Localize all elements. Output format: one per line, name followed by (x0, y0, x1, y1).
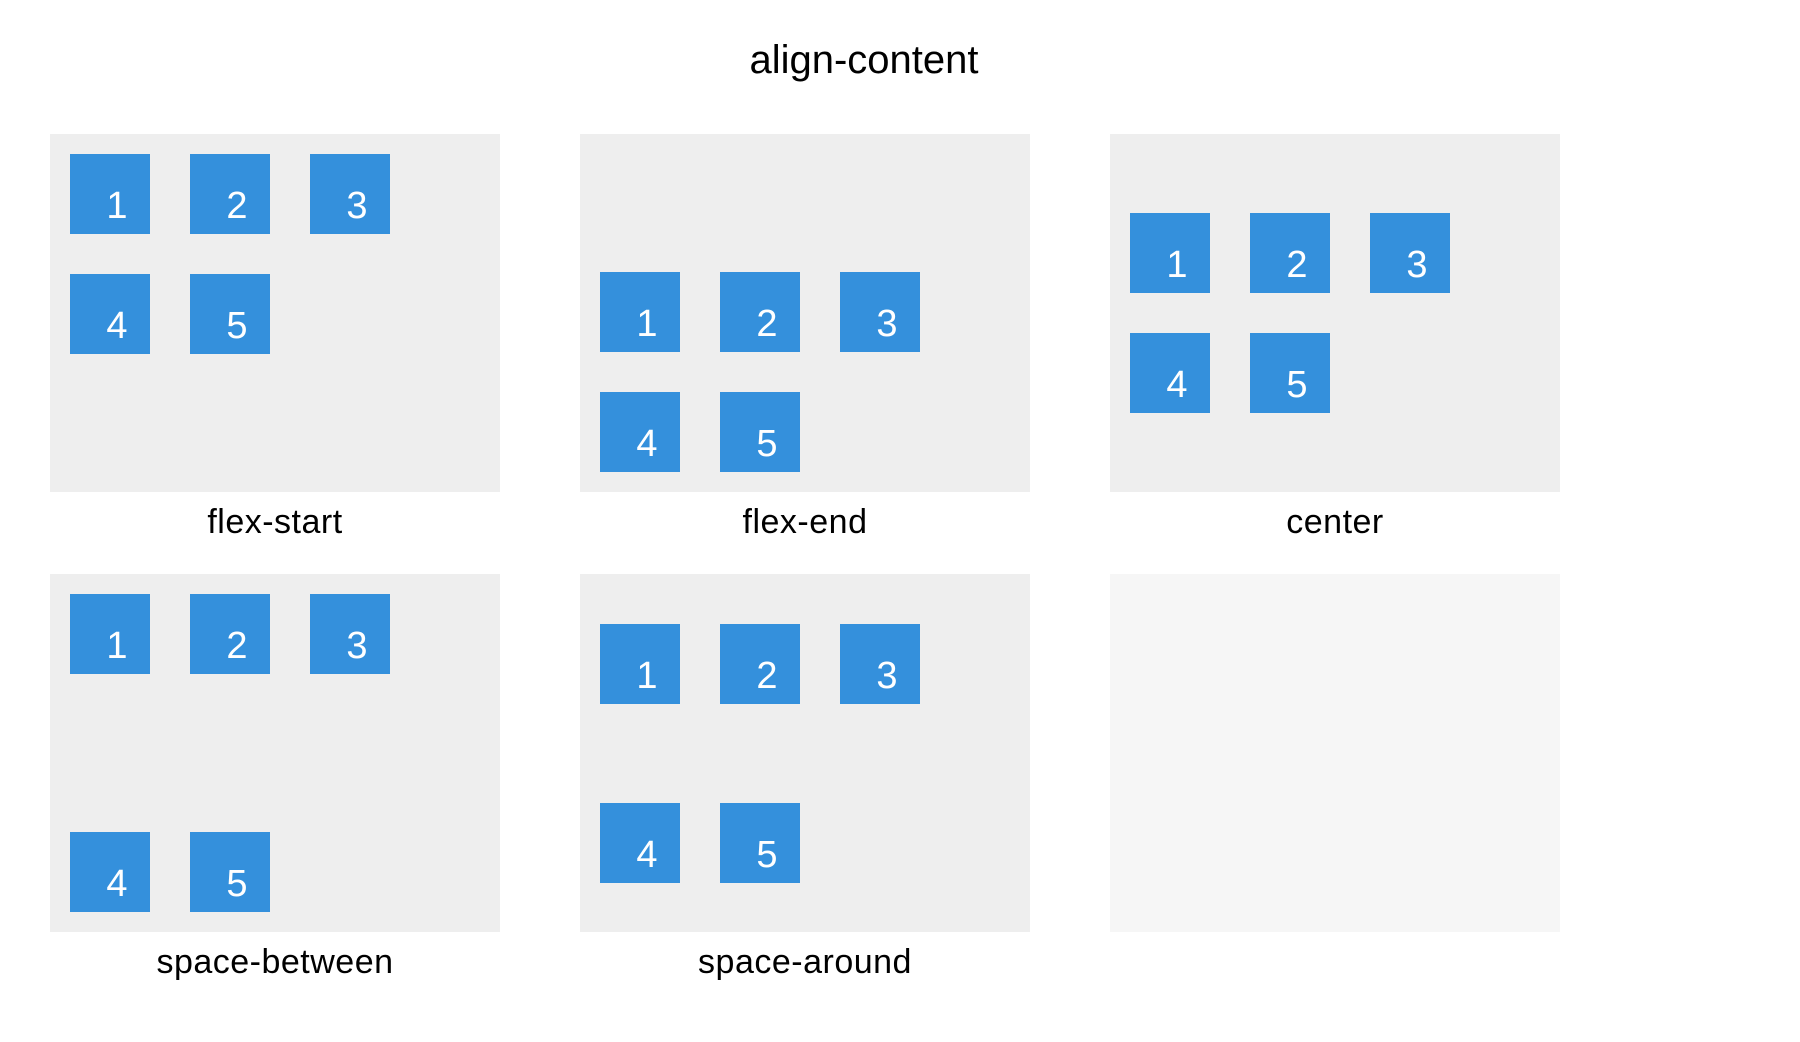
flex-item-number: 1 (106, 625, 128, 667)
flex-item-4: 4 (1130, 333, 1210, 413)
flex-item-number: 3 (346, 185, 368, 227)
demo-cell-center: 1 2 3 4 5 center (1110, 134, 1560, 542)
flex-item-2: 2 (720, 623, 800, 704)
flex-item-number: 1 (106, 185, 128, 227)
flex-item-5: 5 (720, 392, 800, 472)
flex-item-1: 1 (70, 594, 150, 674)
flex-item-number: 3 (346, 625, 368, 667)
flex-item-number: 2 (756, 303, 778, 345)
flex-item-1: 1 (600, 623, 680, 704)
demo-cell-space-around: 1 2 3 4 5 space-around (580, 574, 1030, 982)
demo-cell-empty (1110, 574, 1560, 982)
panel-empty (1110, 574, 1560, 932)
flex-item-3: 3 (310, 594, 390, 674)
flex-item-number: 1 (636, 303, 658, 345)
flex-item-3: 3 (840, 623, 920, 704)
demo-cell-space-between: 1 2 3 4 5 space-between (50, 574, 500, 982)
panel-label-space-between: space-between (156, 943, 394, 981)
page-title: align-content (749, 38, 979, 82)
flex-item-number: 4 (636, 833, 658, 876)
panel-center: 1 2 3 4 5 (1110, 134, 1560, 492)
flex-item-4: 4 (600, 392, 680, 472)
flex-item-5: 5 (720, 802, 800, 883)
flex-item-2: 2 (1250, 213, 1330, 293)
flex-item-number: 5 (756, 833, 778, 876)
flex-item-4: 4 (70, 832, 150, 912)
flex-item-3: 3 (1370, 213, 1450, 293)
panel-space-between: 1 2 3 4 5 (50, 574, 500, 932)
flex-item-1: 1 (70, 154, 150, 234)
flex-item-number: 3 (876, 654, 898, 697)
flex-item-number: 4 (106, 863, 128, 905)
flex-item-number: 4 (636, 423, 658, 465)
flex-item-number: 5 (756, 423, 778, 465)
flex-item-number: 4 (1166, 364, 1188, 406)
flex-item-number: 5 (1286, 364, 1308, 406)
flex-item-number: 3 (876, 303, 898, 345)
flex-item-2: 2 (190, 154, 270, 234)
flex-item-number: 1 (1166, 244, 1188, 286)
flex-item-3: 3 (840, 272, 920, 352)
flex-item-number: 4 (106, 305, 128, 347)
panel-space-around: 1 2 3 4 5 (580, 574, 1030, 932)
panel-label-flex-end: flex-end (742, 503, 868, 541)
panel-flex-start: 1 2 3 4 5 (50, 134, 500, 492)
flex-item-5: 5 (1250, 333, 1330, 413)
flex-item-5: 5 (190, 832, 270, 912)
demo-cell-flex-end: 1 2 3 4 5 flex-end (580, 134, 1030, 542)
flex-item-number: 5 (226, 863, 248, 905)
flex-item-4: 4 (600, 802, 680, 883)
flex-item-2: 2 (720, 272, 800, 352)
flex-item-number: 2 (756, 654, 778, 697)
flex-item-1: 1 (1130, 213, 1210, 293)
panel-label-flex-start: flex-start (207, 503, 343, 541)
flex-item-2: 2 (190, 594, 270, 674)
align-content-demo-grid: 1 2 3 4 5 flex-start 1 2 3 4 5 flex-end … (50, 134, 1800, 982)
flex-item-1: 1 (600, 272, 680, 352)
flex-item-number: 2 (1286, 244, 1308, 286)
flex-item-number: 1 (636, 654, 658, 697)
flex-item-number: 2 (226, 185, 248, 227)
panel-label-space-around: space-around (698, 943, 912, 981)
flex-item-3: 3 (310, 154, 390, 234)
panel-label-center: center (1286, 503, 1384, 541)
flex-item-number: 3 (1406, 244, 1428, 286)
flex-item-4: 4 (70, 274, 150, 354)
flex-item-number: 2 (226, 625, 248, 667)
panel-flex-end: 1 2 3 4 5 (580, 134, 1030, 492)
flex-item-number: 5 (226, 305, 248, 347)
flex-item-5: 5 (190, 274, 270, 354)
demo-cell-flex-start: 1 2 3 4 5 flex-start (50, 134, 500, 542)
